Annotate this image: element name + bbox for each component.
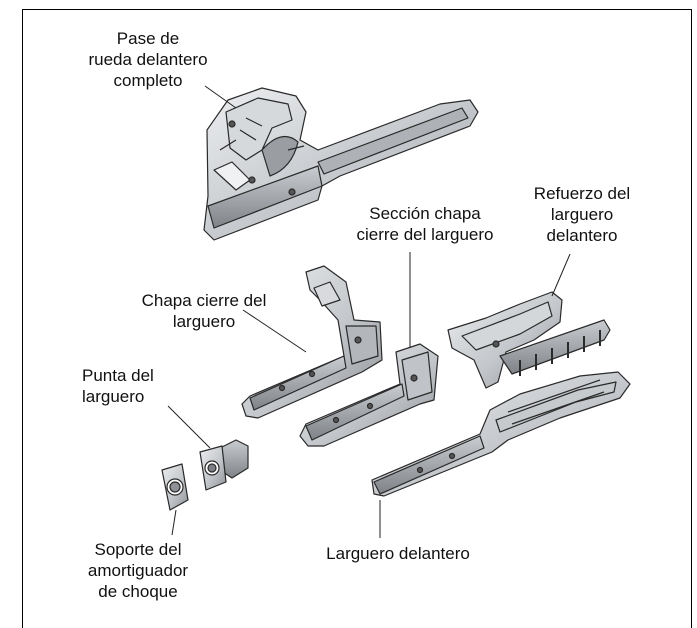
label-larguero-delantero: Larguero delantero <box>326 544 470 563</box>
front-rail <box>371 371 631 497</box>
label-pase-de-rueda: Pase de rueda delantero completo <box>88 29 208 90</box>
leader-line-punta <box>167 405 211 449</box>
label-punta: Punta del larguero <box>82 366 154 406</box>
leader-line-refuerzo <box>551 253 571 297</box>
bumper-absorber-bracket <box>161 463 189 511</box>
rail-closing-plate-section <box>299 343 439 447</box>
diagram-frame <box>22 9 692 628</box>
label-refuerzo: Refuerzo del larguero delantero <box>533 184 631 245</box>
leader-line-soporte <box>171 509 177 536</box>
leader-line-pase <box>204 85 237 109</box>
rail-reinforcement <box>447 291 611 389</box>
label-soporte: Soporte del amortiguador de choque <box>87 540 189 601</box>
rail-closing-plate <box>241 265 383 419</box>
leader-line-chapa <box>242 309 307 353</box>
leader-lines <box>167 85 571 538</box>
label-seccion-chapa: Sección chapa cierre del larguero <box>356 204 494 244</box>
wheel-arch-assembly <box>203 87 479 241</box>
label-chapa-cierre: Chapa cierre del larguero <box>141 291 267 331</box>
rail-tip <box>199 439 249 491</box>
